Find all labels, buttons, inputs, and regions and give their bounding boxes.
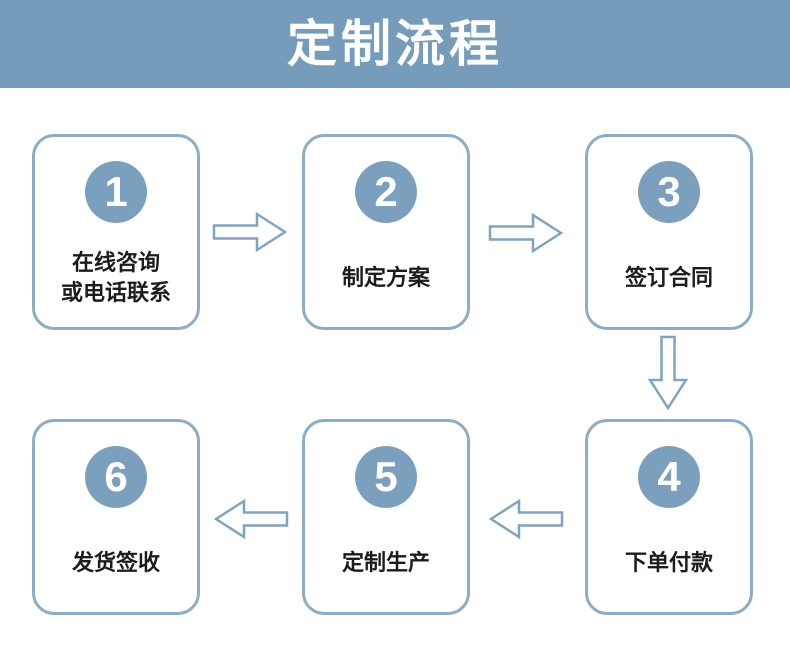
step-box-2: 2 制定方案	[302, 134, 470, 330]
step-box-5: 5 定制生产	[302, 419, 470, 615]
step-number-badge: 2	[355, 161, 417, 223]
step-box-4: 4 下单付款	[585, 419, 753, 615]
step-label: 定制生产	[305, 526, 467, 600]
step-label-line: 或电话联系	[60, 280, 171, 305]
step-label: 制定方案	[305, 241, 467, 315]
step-label-line: 发货签收	[71, 550, 160, 575]
step-number-badge: 4	[638, 446, 700, 508]
step-label-line: 下单付款	[624, 550, 713, 575]
step-number-badge: 5	[355, 446, 417, 508]
step-number-badge: 1	[85, 161, 147, 223]
arrow-left-step5-to-step6-icon	[213, 498, 289, 540]
step-label-line: 定制生产	[341, 550, 430, 575]
step-box-6: 6 发货签收	[32, 419, 200, 615]
step-number-badge: 3	[638, 161, 700, 223]
page-header: 定制流程	[0, 0, 790, 88]
arrow-right-step2-to-step3-icon	[488, 212, 564, 254]
step-label: 签订合同	[588, 241, 750, 315]
step-box-3: 3 签订合同	[585, 134, 753, 330]
arrow-right-step1-to-step2-icon	[212, 211, 288, 253]
step-label-line: 在线咨询	[71, 250, 160, 275]
step-label: 在线咨询 或电话联系	[35, 241, 197, 315]
arrow-down-step3-to-step4-icon	[647, 335, 689, 411]
step-box-1: 1 在线咨询 或电话联系	[32, 134, 200, 330]
step-label: 下单付款	[588, 526, 750, 600]
step-label-line: 制定方案	[341, 265, 430, 290]
step-label: 发货签收	[35, 526, 197, 600]
step-label-line: 签订合同	[624, 265, 713, 290]
step-number-badge: 6	[85, 446, 147, 508]
page-title: 定制流程	[287, 16, 503, 72]
arrow-left-step4-to-step5-icon	[488, 498, 564, 540]
